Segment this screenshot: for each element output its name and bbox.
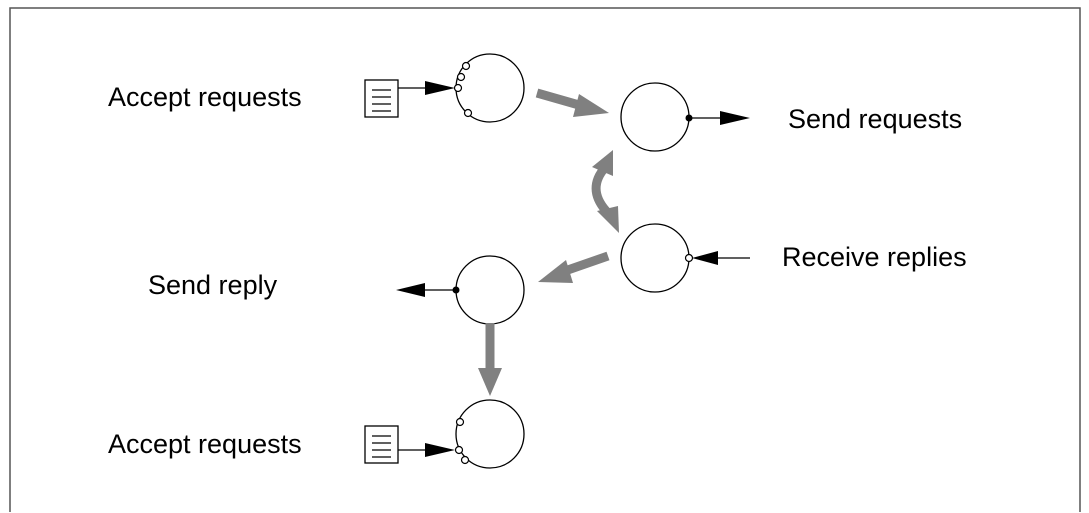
input-arrow-receive-replies: [692, 251, 750, 265]
queue-document-icon-bottom: [364, 425, 399, 464]
accept-state-circle-bottom: [455, 399, 525, 469]
send-reply-state-circle: [455, 255, 525, 325]
input-port-dots-bottom: [454, 417, 470, 465]
queue-document-icon-top: [364, 79, 399, 118]
input-port-dots-top: [453, 61, 473, 118]
input-arrow-bottom: [398, 443, 455, 457]
transition-arrow-reply-to-accept: [478, 323, 502, 396]
bidirectional-transition-arrow: [591, 150, 619, 233]
label-send-requests: Send requests: [788, 104, 963, 134]
receive-replies-state-circle: [620, 223, 690, 293]
frame-border: [9, 7, 1081, 512]
label-accept-requests-top: Accept requests: [108, 82, 302, 112]
output-arrow-send-requests: [689, 111, 750, 125]
label-send-reply: Send reply: [148, 270, 278, 300]
input-arrow-top: [398, 81, 455, 95]
label-receive-replies: Receive replies: [782, 242, 967, 272]
output-arrow-send-reply: [396, 283, 456, 297]
transition-arrow-receive-to-reply: [538, 251, 610, 283]
label-accept-requests-bottom: Accept requests: [108, 429, 302, 459]
transition-arrow-accept-to-send: [535, 88, 609, 117]
send-requests-state-circle: [620, 82, 690, 152]
input-port-dot-receive: [684, 253, 694, 263]
